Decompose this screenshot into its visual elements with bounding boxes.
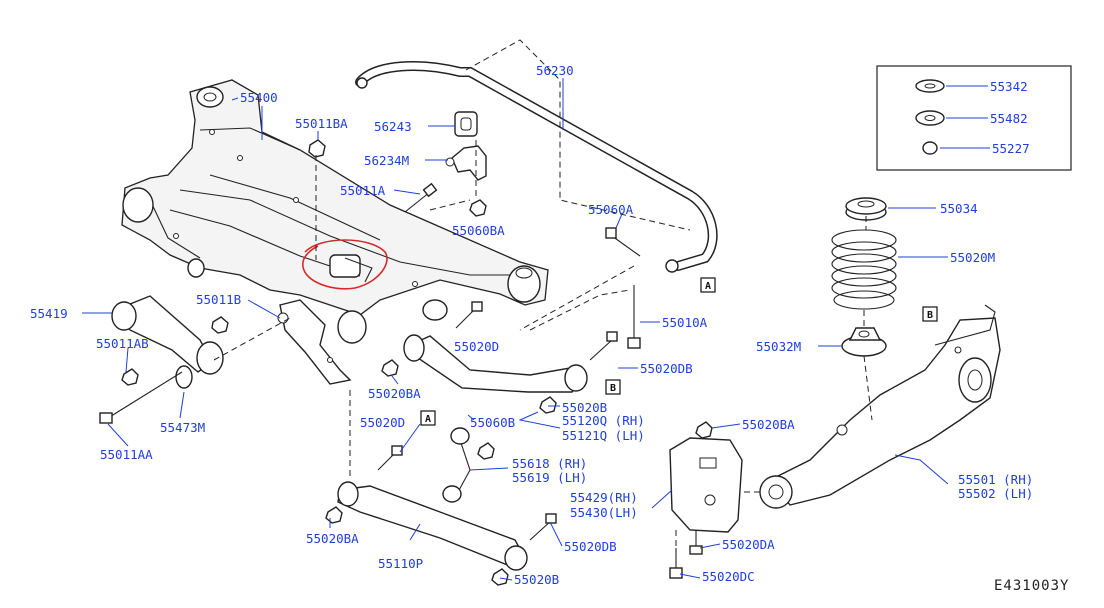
upper-link-55120Q [403,334,588,414]
label-55430[interactable]: 55430(LH) [570,505,638,520]
toe-link-55618 [442,427,495,503]
label-55060BA[interactable]: 55060BA [452,223,505,238]
label-55473M[interactable]: 55473M [160,420,205,435]
label-56234M[interactable]: 56234M [364,153,409,168]
ref-letter: B [610,383,616,394]
bolt-55020DB-upper [589,331,618,361]
label-55227[interactable]: 55227 [992,141,1030,156]
label-55011BA[interactable]: 55011BA [295,116,348,131]
label-55060B[interactable]: 55060B [470,415,515,430]
label-55020DA[interactable]: 55020DA [722,537,775,552]
label-56243[interactable]: 56243 [374,119,412,134]
label-55120Q[interactable]: 55120Q (RH) [562,413,645,428]
nut-55011BA [308,139,326,158]
ref-letter: A [705,281,711,292]
stabilizer-clamp [445,145,487,181]
label-55010A[interactable]: 55010A [662,315,708,330]
label-55034[interactable]: 55034 [940,201,978,216]
bolt-55060A [605,227,641,257]
label-55020DB-lower[interactable]: 55020DB [564,539,617,554]
rear-knuckle-55501 [759,304,1001,509]
label-55011AA[interactable]: 55011AA [100,447,153,462]
label-55121Q[interactable]: 55121Q (LH) [562,428,645,443]
drawing-code: E431003Y [994,578,1069,594]
nut-55060BA [469,199,487,217]
highlight-circle [302,239,388,290]
label-55020DB-upper[interactable]: 55020DB [640,361,693,376]
ref-box-a-right: A [700,277,716,293]
label-55020B-upper[interactable]: 55020B [562,400,607,415]
label-55011B[interactable]: 55011B [196,292,241,307]
label-55429[interactable]: 55429(RH) [570,490,638,505]
label-55619[interactable]: 55619 (LH) [512,470,587,485]
label-55110P[interactable]: 55110P [378,556,423,571]
label-55011A[interactable]: 55011A [340,183,386,198]
callout-labels: 55400 56230 55342 55482 55227 55011BA 56… [30,63,1033,587]
ref-letter: B [927,310,933,321]
ref-box-b-link: B [605,379,621,395]
nut-55011B [211,312,289,334]
bracket-55429 [669,421,743,579]
label-55020DC[interactable]: 55020DC [702,569,755,584]
label-55419[interactable]: 55419 [30,306,68,321]
label-55020B-lower[interactable]: 55020B [514,572,559,587]
label-55342[interactable]: 55342 [990,79,1028,94]
label-55020BA-upper[interactable]: 55020BA [368,386,421,401]
bolt-55020D-lower [377,445,403,471]
ref-box-b-knuckle: B [922,306,938,322]
label-55618[interactable]: 55618 (RH) [512,456,587,471]
bolt-55011AA [99,371,183,424]
label-55020M[interactable]: 55020M [950,250,995,265]
label-55020BA-lower[interactable]: 55020BA [306,531,359,546]
label-55032M[interactable]: 55032M [756,339,801,354]
rear-link-55419 [111,295,224,389]
label-55501[interactable]: 55501 (RH) [958,472,1033,487]
bolt-55011AB [121,368,139,386]
stabilizer-bar [355,61,718,273]
coil-spring-55020M [831,229,897,310]
label-55060A[interactable]: 55060A [588,202,634,217]
nut-55020BA-upper [381,359,399,377]
stabilizer-bushing [454,111,478,137]
inset-box [876,65,1072,171]
lower-spring-seat-55032M [841,327,887,357]
bolt-55011A [404,182,438,213]
label-55502[interactable]: 55502 (LH) [958,486,1033,501]
ref-box-a-lower: A [420,410,436,426]
label-56230[interactable]: 56230 [536,63,574,78]
ref-letter: A [425,414,431,425]
label-55482[interactable]: 55482 [990,111,1028,126]
leader-lines [82,78,990,581]
highlighted-bushing [329,254,373,283]
label-55020BA-right[interactable]: 55020BA [742,417,795,432]
guide-lines [213,39,873,548]
upper-spring-seat-55034 [845,197,887,221]
label-55020D-upper[interactable]: 55020D [454,339,499,354]
label-55020D-lower[interactable]: 55020D [360,415,405,430]
bolt-55020D-upper [455,301,483,329]
label-55400[interactable]: 55400 [240,90,278,105]
lower-link-55110P [325,481,528,586]
label-55011AB[interactable]: 55011AB [96,336,149,351]
bolt-55010A [627,285,641,349]
